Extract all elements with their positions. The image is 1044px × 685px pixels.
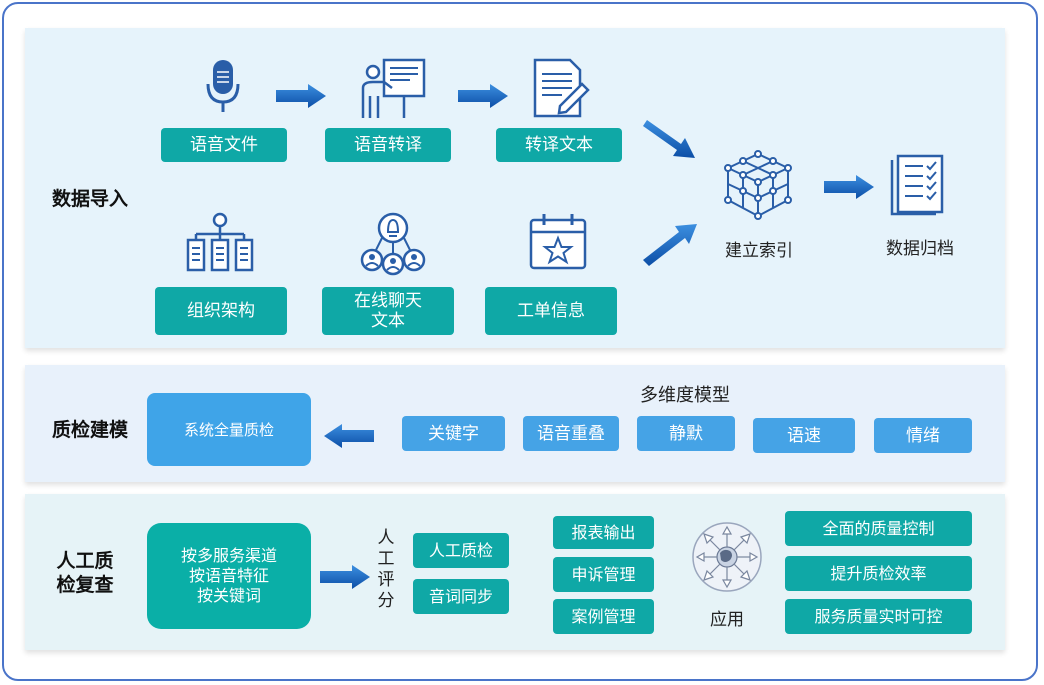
voice-transcribe-box: 语音转译 [325,128,451,162]
microphone-icon [206,60,240,112]
presentation-icon [361,58,426,118]
checklist-icon [890,154,944,216]
document-edit-icon [533,58,590,118]
manual-score-char: 分 [377,591,395,611]
case-management-box: 案例管理 [553,599,654,634]
audio-text-sync-box: 音词同步 [413,579,509,614]
arrow-right-icon [824,175,874,199]
model-speech-rate: 语速 [753,418,855,453]
org-structure-box: 组织架构 [155,287,287,335]
criteria-item: 按多服务渠道 [180,546,277,565]
arrow-right-icon [320,565,370,589]
online-chat-box: 在线聊天 文本 [322,287,454,335]
manual-score-char: 评 [377,570,395,590]
apply-label: 应用 [710,610,744,630]
model-keyword: 关键字 [402,416,505,451]
model-emotion: 情绪 [874,418,972,453]
manual-review-label-line1: 人工质 [56,550,114,572]
data-import-label: 数据导入 [51,188,128,210]
arrow-left-icon [324,424,374,448]
benefit-realtime: 服务质量实时可控 [785,599,972,634]
manual-review-label-line2: 检复查 [56,574,114,596]
org-chart-icon [186,212,254,272]
arrow-right-icon [458,84,508,108]
benefit-efficiency: 提升质检效率 [785,556,972,591]
benefit-quality-control: 全面的质量控制 [785,511,972,546]
manual-score-label: 人 工 评 分 [376,528,396,612]
qc-modeling-label: 质检建模 [51,419,128,441]
criteria-item: 按语音特征 [188,566,269,585]
system-qc-box: 系统全量质检 [147,393,311,466]
multi-dim-model-title: 多维度模型 [640,385,730,406]
online-chat-line2: 文本 [371,311,405,331]
arrow-right-icon [276,84,326,108]
manual-score-char: 人 [377,528,395,548]
manual-score-char: 工 [377,549,395,569]
data-archive-label: 数据归档 [886,239,954,259]
manual-qc-box: 人工质检 [413,533,509,568]
review-criteria-box: 按多服务渠道 按语音特征 按关键词 [147,523,311,629]
globe-network-icon [692,522,762,592]
group-chat-icon [360,212,426,276]
report-output-box: 报表输出 [553,516,654,549]
voice-file-box: 语音文件 [161,128,287,162]
transcribed-text-box: 转译文本 [496,128,622,162]
build-index-label: 建立索引 [725,241,793,261]
online-chat-line1: 在线聊天 [354,291,422,311]
cube-network-icon [724,150,792,220]
model-silence: 静默 [637,416,735,451]
model-voice-overlap: 语音重叠 [523,416,619,451]
arrow-down-right-icon [643,120,695,158]
calendar-star-icon [529,214,587,270]
work-order-box: 工单信息 [485,287,617,335]
manual-review-label: 人工质 检复查 [40,549,130,597]
appeal-management-box: 申诉管理 [553,557,654,592]
arrow-up-right-icon [643,224,697,266]
criteria-item: 按关键词 [196,586,261,605]
